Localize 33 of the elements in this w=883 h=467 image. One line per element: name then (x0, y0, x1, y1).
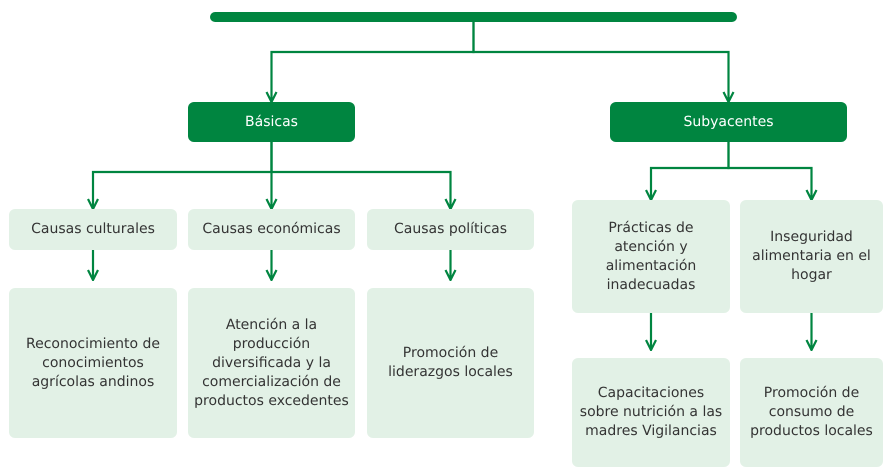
box-text: Reconocimiento de conocimientos agrícolas andinos (24, 334, 162, 392)
connector-arrow (472, 22, 735, 104)
box-text: Causas económicas (201, 220, 342, 239)
box-text: Causas culturales (30, 220, 156, 239)
connector-arrow (644, 313, 658, 352)
connector-arrow (86, 250, 100, 282)
cause-box (188, 288, 355, 438)
connector-arrow (444, 250, 457, 282)
box-text: Causas políticas (392, 220, 508, 239)
box-text: Subyacentes (682, 112, 775, 132)
box-text: Atención a la producción diversificada y la comercialización de productos excedentes (193, 316, 350, 410)
box-text: Promoción de liderazgos locales (387, 344, 514, 382)
cause-box (367, 288, 534, 438)
connector-arrow (270, 142, 457, 210)
connector-arrow (727, 142, 818, 202)
cause-box (740, 200, 883, 313)
connector-arrow (805, 313, 818, 352)
cause-box (367, 209, 534, 250)
box-text: Promoción de consumo de productos locales (749, 384, 874, 441)
cause-box (572, 200, 730, 313)
box-text: Capacitaciones sobre nutrición a las madres Vigilancias (578, 384, 724, 441)
category-box (610, 102, 847, 142)
box-text: Inseguridad alimentaria en el hogar (751, 228, 872, 285)
title-bar (210, 12, 737, 22)
connector-arrow (265, 250, 278, 282)
cause-box (188, 209, 355, 250)
cause-box (9, 209, 177, 250)
box-text: Básicas (244, 112, 299, 132)
cause-box (740, 358, 883, 467)
box-text: Prácticas de atención y alimentación inadecuadas (604, 218, 698, 294)
category-box (188, 102, 355, 142)
cause-box (572, 358, 730, 467)
cause-box (9, 288, 177, 438)
